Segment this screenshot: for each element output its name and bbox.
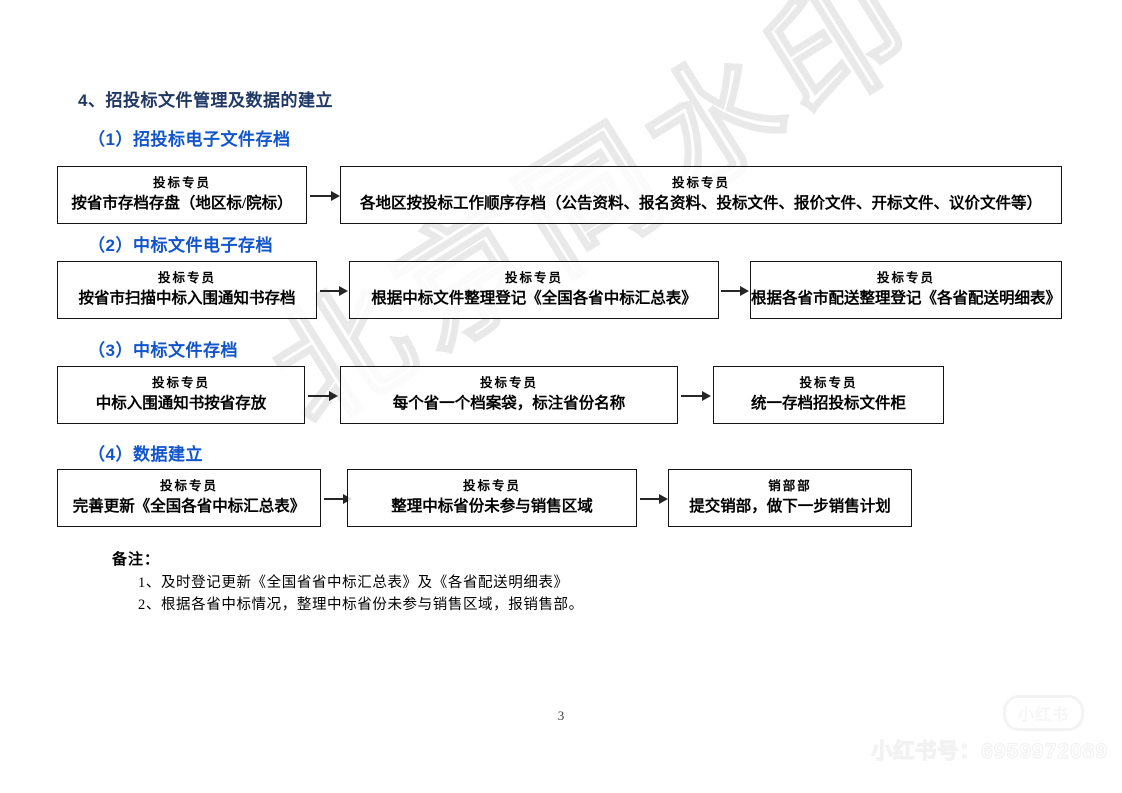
arrow-shaft: [324, 498, 344, 500]
notes-block: 备注： 1、及时登记更新《全国省省中标汇总表》及《各省配送明细表》 2、根据各省…: [112, 548, 584, 617]
section-heading-2: （2）中标文件电子存档: [88, 236, 273, 255]
arrow-head-icon: [740, 286, 749, 296]
flow-box-desc: 每个省一个档案袋，标注省份名称: [392, 395, 626, 413]
arrow-shaft: [310, 195, 332, 197]
flow-box-desc: 根据各省市配送整理登记《各省配送明细表》: [751, 290, 1062, 308]
flow-box-1-1: 投标专员 按省市存档存盘（地区标/院标）: [57, 166, 307, 224]
flow-box-desc: 统一存档招投标文件柜: [750, 395, 906, 413]
flow-box-desc: 整理中标省份未参与销售区域: [391, 498, 593, 516]
flow-box-desc: 根据中标文件整理登记《全国各省中标汇总表》: [371, 290, 697, 308]
flow-box-role: 投标专员: [799, 376, 858, 391]
flow-box-role: 投标专员: [151, 376, 210, 391]
flow-box-4-3: 销部部 提交销部，做下一步销售计划: [668, 469, 912, 527]
section-heading-3: （3）中标文件存档: [88, 341, 238, 360]
arrow-shaft: [320, 290, 340, 292]
flow-arrow-4-2: [640, 493, 668, 505]
flow-arrow-2-1: [320, 285, 348, 297]
arrow-head-icon: [339, 286, 348, 296]
flow-box-role: 投标专员: [462, 479, 521, 494]
flow-box-3-1: 投标专员 中标入围通知书按省存放: [57, 366, 305, 424]
section-heading-1: （1）招投标电子文件存档: [88, 130, 291, 149]
flow-arrow-3-1: [308, 390, 338, 402]
flow-box-4-1: 投标专员 完善更新《全国各省中标汇总表》: [57, 469, 321, 527]
flow-box-3-3: 投标专员 统一存档招投标文件柜: [713, 366, 944, 424]
flow-box-2-3: 投标专员 根据各省市配送整理登记《各省配送明细表》: [750, 261, 1062, 319]
flow-box-3-2: 投标专员 每个省一个档案袋，标注省份名称: [340, 366, 678, 424]
arrow-shaft: [681, 395, 703, 397]
flow-box-2-2: 投标专员 根据中标文件整理登记《全国各省中标汇总表》: [349, 261, 719, 319]
flow-arrow-3-2: [681, 390, 711, 402]
flow-box-desc: 完善更新《全国各省中标汇总表》: [72, 498, 306, 516]
flow-box-role: 投标专员: [504, 271, 563, 286]
flow-box-desc: 各地区按投标工作顺序存档（公告资料、报名资料、投标文件、报价文件、开标文件、议价…: [359, 195, 1042, 213]
flow-box-role: 销部部: [768, 479, 812, 494]
note-item: 1、及时登记更新《全国省省中标汇总表》及《各省配送明细表》: [138, 575, 569, 591]
flow-box-4-2: 投标专员 整理中标省份未参与销售区域: [347, 469, 637, 527]
page-title: 4、招投标文件管理及数据的建立: [78, 91, 333, 110]
flow-box-desc: 中标入围通知书按省存放: [95, 395, 267, 413]
flow-box-role: 投标专员: [157, 271, 216, 286]
arrow-shaft: [721, 290, 741, 292]
flow-box-desc: 按省市扫描中标入围通知书存档: [78, 290, 296, 308]
flow-arrow-2-2: [721, 285, 749, 297]
arrow-head-icon: [659, 494, 668, 504]
arrow-shaft: [640, 498, 660, 500]
arrow-head-icon: [331, 191, 340, 201]
flow-box-desc: 提交销部，做下一步销售计划: [689, 498, 891, 516]
flow-box-desc: 按省市存档存盘（地区标/院标）: [71, 195, 293, 213]
arrow-head-icon: [329, 391, 338, 401]
flow-box-role: 投标专员: [159, 479, 218, 494]
flow-box-1-2: 投标专员 各地区按投标工作顺序存档（公告资料、报名资料、投标文件、报价文件、开标…: [340, 166, 1062, 224]
flow-box-role: 投标专员: [671, 176, 730, 191]
arrow-head-icon: [702, 391, 711, 401]
flow-box-role: 投标专员: [876, 271, 935, 286]
notes-title: 备注：: [112, 552, 161, 568]
section-heading-4: （4）数据建立: [88, 445, 203, 464]
note-item: 2、根据各省中标情况，整理中标省份未参与销售区域，报销售部。: [138, 597, 584, 614]
flow-box-role: 投标专员: [479, 376, 538, 391]
flow-box-2-1: 投标专员 按省市扫描中标入围通知书存档: [57, 261, 317, 319]
flow-box-role: 投标专员: [152, 176, 211, 191]
flow-arrow-1-1: [310, 190, 340, 202]
page-number: 3: [557, 708, 565, 723]
arrow-shaft: [308, 395, 330, 397]
